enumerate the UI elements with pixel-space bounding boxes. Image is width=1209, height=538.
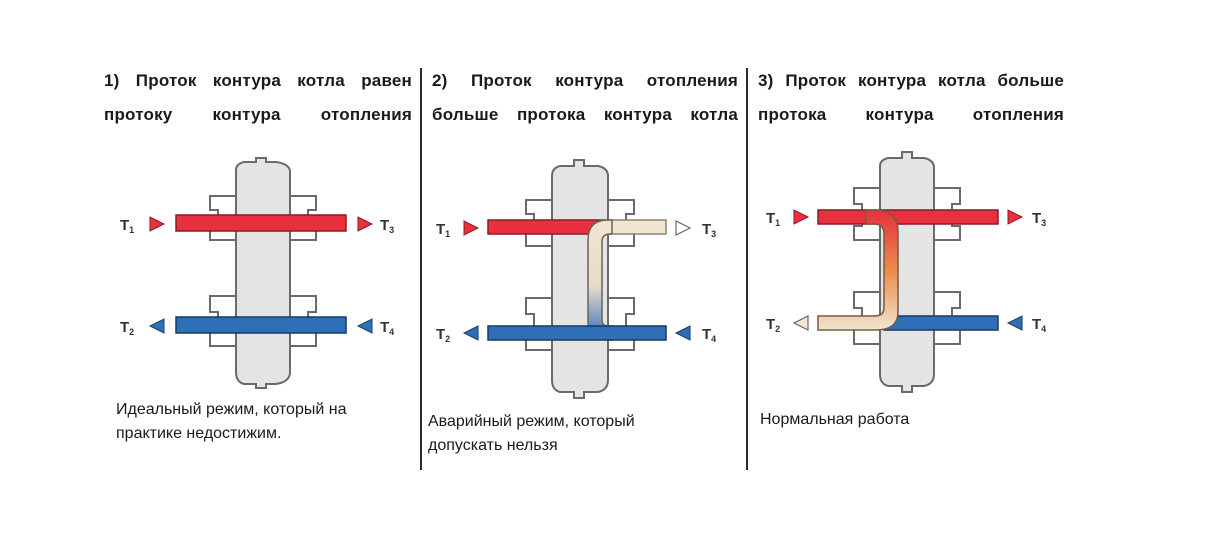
panel-title-line-1: 1) Проток контура котла равен bbox=[104, 71, 412, 90]
panel-title-line-2: протока контура отопления bbox=[758, 105, 1064, 124]
caption-line-1: Аварийный режим, который bbox=[428, 413, 635, 430]
caption-line-1: Идеальный режим, который на bbox=[116, 401, 347, 418]
panel-caption: Идеальный режим, который на практике нед… bbox=[116, 398, 346, 446]
label-t3: T3 bbox=[380, 217, 394, 235]
panel-caption: Нормальная работа bbox=[760, 408, 909, 432]
panel-title: 1) Проток контура котла равен протоку ко… bbox=[104, 64, 412, 132]
hydraulic-separator-diagram: T1 T3 T2 T4 bbox=[436, 159, 716, 399]
t1-arrow-icon bbox=[463, 220, 480, 236]
panel-title: 3) Проток контура котла больше протока к… bbox=[758, 64, 1064, 132]
label-t3: T3 bbox=[1032, 210, 1046, 228]
caption-line-2: практике недостижим. bbox=[116, 425, 282, 442]
t2-arrow-icon bbox=[148, 318, 165, 334]
panel-divider bbox=[746, 68, 748, 470]
heating-supply-pipe bbox=[607, 219, 667, 235]
panel-title-line-1: 2) Проток контура отопления bbox=[432, 71, 738, 90]
t3-arrow-icon bbox=[357, 216, 374, 232]
panel-title-line-2: протоку контура отопления bbox=[104, 105, 412, 124]
t1-arrow-icon bbox=[793, 209, 810, 225]
hydraulic-separator-diagram: T1 T3 T2 T4 bbox=[766, 151, 1046, 393]
panel-title-line-1: 3) Проток контура котла больше bbox=[758, 71, 1064, 90]
cold-return-pipe bbox=[175, 316, 347, 334]
label-t1: T1 bbox=[436, 221, 450, 239]
panel-title: 2) Проток контура отопления больше прото… bbox=[432, 64, 738, 132]
t4-arrow-icon bbox=[674, 325, 691, 341]
label-t2: T2 bbox=[766, 316, 780, 334]
cold-return-pipe bbox=[487, 325, 667, 341]
separator-vessel bbox=[525, 159, 635, 399]
t3-arrow-icon bbox=[675, 220, 692, 236]
label-t3: T3 bbox=[702, 221, 716, 239]
panel-divider bbox=[420, 68, 422, 470]
label-t1: T1 bbox=[766, 210, 780, 228]
panel-emergency-mode: 2) Проток контура отопления больше прото… bbox=[422, 0, 748, 538]
t3-arrow-icon bbox=[1007, 209, 1024, 225]
label-t4: T4 bbox=[380, 319, 394, 337]
hot-supply-pipe bbox=[817, 209, 999, 225]
label-t2: T2 bbox=[436, 326, 450, 344]
caption-line-2: допускать нельзя bbox=[428, 437, 558, 454]
panel-caption: Аварийный режим, который допускать нельз… bbox=[428, 410, 635, 458]
panel-ideal-mode: 1) Проток контура котла равен протоку ко… bbox=[0, 0, 420, 538]
label-t1: T1 bbox=[120, 217, 134, 235]
panel-title-line-2: больше протока контура котла bbox=[432, 105, 738, 124]
label-t2: T2 bbox=[120, 319, 134, 337]
caption-line-1: Нормальная работа bbox=[760, 411, 910, 428]
separator-vessel bbox=[853, 151, 961, 393]
t4-arrow-icon bbox=[1006, 315, 1023, 331]
panel-normal-mode: 3) Проток контура котла больше протока к… bbox=[748, 0, 1078, 538]
cold-return-pipe bbox=[883, 315, 999, 331]
t1-arrow-icon bbox=[149, 216, 166, 232]
bypass-flow-pipe bbox=[817, 209, 899, 331]
t4-arrow-icon bbox=[356, 318, 373, 334]
t2-arrow-icon bbox=[462, 325, 479, 341]
hydraulic-separator-diagram: T1 T3 T2 T4 bbox=[120, 157, 394, 389]
label-t4: T4 bbox=[1032, 316, 1046, 334]
label-t4: T4 bbox=[702, 326, 716, 344]
separator-vessel bbox=[209, 157, 317, 389]
t2-arrow-icon bbox=[792, 315, 809, 331]
hot-supply-pipe bbox=[175, 214, 347, 232]
